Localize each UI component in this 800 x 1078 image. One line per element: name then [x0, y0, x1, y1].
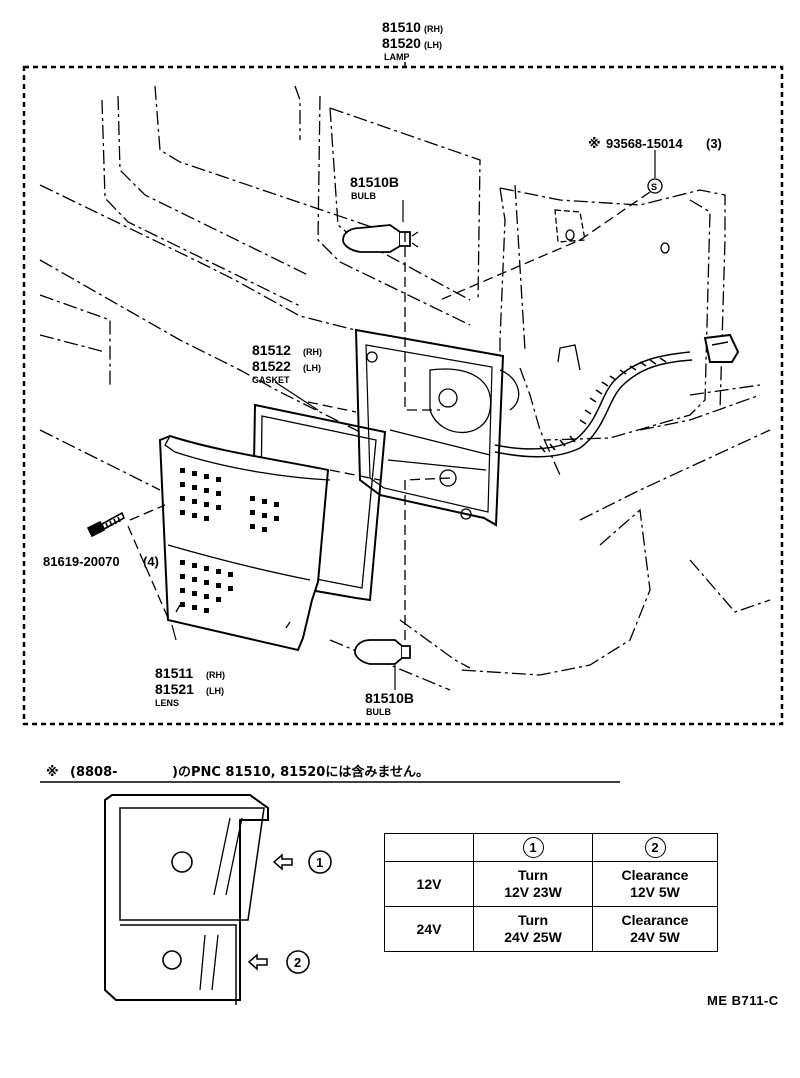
footnote-mark: ※ — [46, 765, 59, 780]
bulb-top-icon — [342, 224, 419, 253]
diagram-code: ME B711-C — [707, 993, 779, 1008]
clearance-label: Clearance — [621, 867, 689, 883]
lens-number-1: 81511 — [155, 665, 193, 681]
voltage-cell: 24V — [384, 906, 474, 952]
header-one-label: 1 — [522, 837, 544, 858]
lamp-number-1: 81510 — [382, 19, 421, 35]
lens-lh: (LH) — [206, 686, 224, 696]
screw-note-mark: ※ — [588, 137, 601, 152]
header-cell-two: 2 — [592, 833, 718, 862]
table-header-row: 1 2 — [384, 833, 718, 862]
header-cell-one: 1 — [473, 833, 593, 862]
lamp-front-view — [104, 794, 269, 1005]
callout-two: 2 — [294, 955, 301, 970]
lens-name: LENS — [155, 698, 179, 708]
clearance-label: Clearance — [621, 912, 689, 928]
assembly-frame — [22, 65, 784, 726]
label-leaders — [171, 150, 656, 690]
footnote-text: )のPNC 81510, 81520には含みません。 — [172, 764, 429, 780]
header-two-label: 2 — [644, 837, 666, 858]
turn-label: Turn — [517, 867, 549, 883]
bulb-bottom-icon — [354, 639, 411, 665]
screw-note-qty: (3) — [706, 136, 722, 151]
callout-one-circle — [308, 850, 332, 874]
vehicle-body — [39, 85, 771, 691]
assembly-leader-lines — [127, 191, 651, 640]
bulb-top-number: 81510B — [350, 174, 399, 190]
screw-qty: (4) — [143, 554, 159, 569]
turn-label: Turn — [517, 912, 549, 928]
screw-note-part: 93568-15014 — [606, 136, 683, 151]
wire-harness — [494, 333, 740, 458]
lamp-lh: (LH) — [424, 40, 442, 50]
footnote-from: (8808- — [70, 765, 118, 780]
s-mark-circle — [647, 178, 663, 194]
turn-spec: 12V 23W — [504, 884, 562, 900]
lens-rh: (RH) — [206, 670, 225, 680]
lamp-housing — [354, 328, 520, 527]
s-mark: S — [651, 182, 657, 192]
gasket-number-2: 81522 — [252, 358, 291, 374]
screw-icon — [86, 511, 126, 538]
gasket-lh: (LH) — [303, 363, 321, 373]
bulb-bottom-name: BULB — [366, 707, 391, 717]
screw-part: 81619-20070 — [43, 554, 120, 569]
clearance-spec: 12V 5W — [630, 884, 680, 900]
clearance-spec: 24V 5W — [630, 929, 680, 945]
lens-number-2: 81521 — [155, 681, 194, 697]
turn-spec: 24V 25W — [504, 929, 562, 945]
gasket-number-1: 81512 — [252, 342, 291, 358]
gasket-rh: (RH) — [303, 347, 322, 357]
mounting-bracket — [554, 209, 670, 371]
bulb-top-name: BULB — [351, 191, 376, 201]
callout-one: 1 — [316, 855, 323, 870]
arrow-two-icon — [247, 953, 268, 971]
header-cell-blank — [384, 833, 474, 862]
lamp-rh: (RH) — [424, 24, 443, 34]
lamp-number-2: 81520 — [382, 35, 421, 51]
gasket-name: GASKET — [252, 375, 290, 385]
lamp-name: LAMP — [384, 52, 410, 62]
bulb-bottom-number: 81510B — [365, 690, 414, 706]
voltage-cell: 12V — [384, 861, 474, 907]
callout-two-circle — [286, 950, 310, 974]
lens-icon — [158, 434, 331, 652]
arrow-one-icon — [272, 853, 293, 871]
